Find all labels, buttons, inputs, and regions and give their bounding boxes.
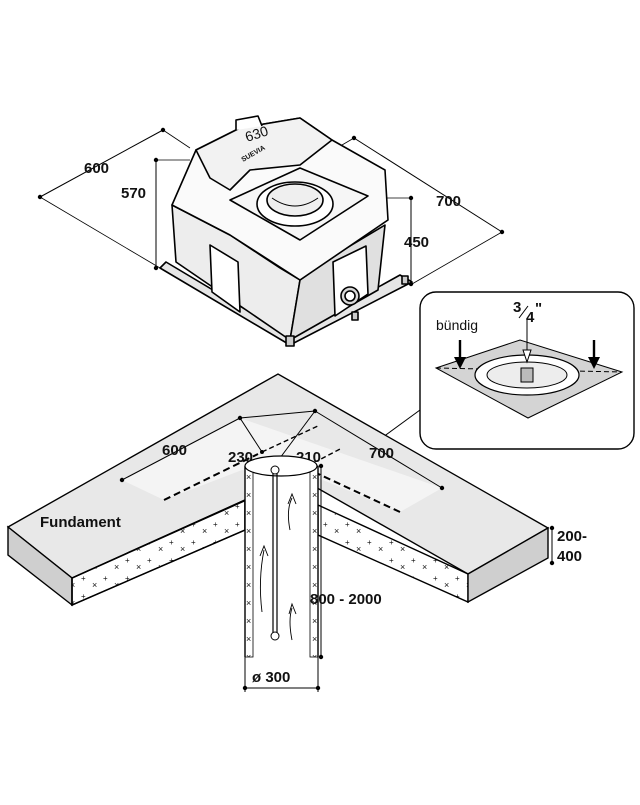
unit-inner-height-label: 450 xyxy=(404,234,429,251)
flush-label: bündig xyxy=(436,317,478,333)
thickness-label-2: 400 xyxy=(557,548,582,565)
thickness-dimension: 200- 400 xyxy=(549,525,587,566)
foundation-illustration: 600 700 230 210 Fundament 200- 400 xyxy=(6,373,587,692)
dimension-line-570: 570 xyxy=(121,157,190,271)
unit-body xyxy=(159,115,413,347)
foundation-depth-label: 700 xyxy=(369,445,394,462)
unit-width-label: 600 xyxy=(84,160,109,177)
foundation-width-label: 600 xyxy=(162,442,187,459)
pipe-depth-label: 800 - 2000 xyxy=(310,591,382,608)
thread-inch-mark: " xyxy=(535,300,542,317)
watering-unit-illustration: 600 570 700 450 xyxy=(37,115,505,347)
foundation-label: Fundament xyxy=(40,514,121,531)
offset-left-label: 230 xyxy=(228,449,253,466)
pipe-depth-dimension: 800 - 2000 xyxy=(310,463,382,660)
unit-depth-label: 700 xyxy=(436,193,461,210)
thread-fraction-top: 3 xyxy=(513,299,521,316)
model-number-label: 630 xyxy=(243,122,270,145)
pipe-shaft xyxy=(244,455,319,658)
unit-height-label: 570 xyxy=(121,185,146,202)
dimension-line-450: 450 xyxy=(385,195,429,287)
pipe-diameter-label: ø 300 xyxy=(252,669,290,686)
pipe-diameter-dimension: ø 300 xyxy=(242,657,321,692)
installation-detail-callout: bündig 3 4 " xyxy=(334,291,635,474)
thread-fitting xyxy=(520,367,534,383)
dimension-line-600: 600 xyxy=(37,127,191,269)
thread-fraction-bottom: 4 xyxy=(526,309,535,326)
thickness-label-1: 200- xyxy=(557,528,587,545)
